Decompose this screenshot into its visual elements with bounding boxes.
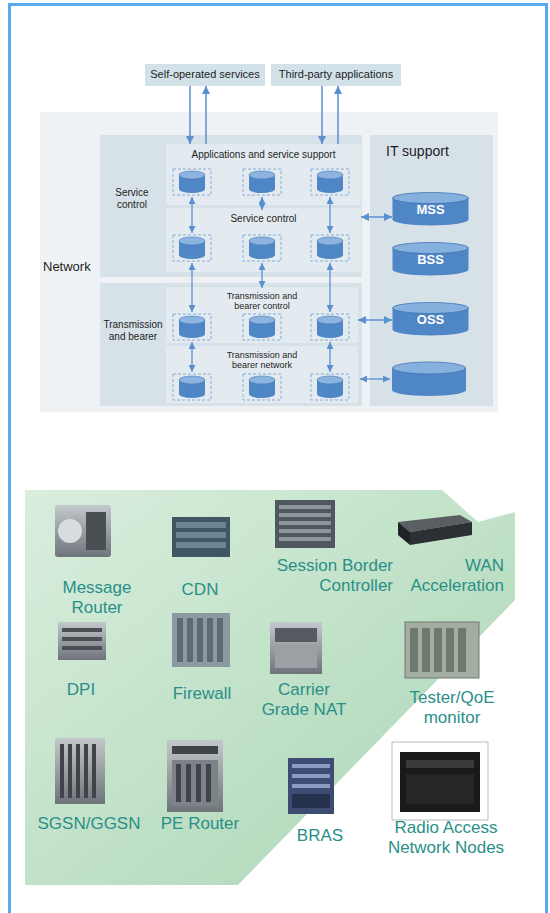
node-label: BSS [392,253,469,268]
database-cylinders [179,171,343,398]
node-label: Applications and service support [166,149,361,161]
equipment-label-holder: PE Router [152,814,248,834]
equipment-label: SGSN/GGSN [28,814,150,834]
database-cylinder: OSS [392,302,469,336]
equipment-label: Carrier Grade NAT [257,680,351,719]
equipment-label-holder: DPI [45,680,117,700]
equipment-label-holder: Radio Access Network Nodes [380,818,512,857]
connector-arrow [205,86,207,144]
radio-access-node-icon [392,742,488,820]
equipment-label: CDN [160,580,240,600]
dpi-icon [58,622,106,660]
cylinder-top [393,243,469,254]
equipment-label-holder: Firewall [152,684,252,704]
service-box: Third-party applications [271,64,401,86]
pe-router-icon [167,740,223,812]
carrier-grade-nat-icon [270,622,322,674]
database-cylinder: BSS [392,242,469,276]
equipment-background [25,490,515,885]
equipment-label: Firewall [152,684,252,704]
equipment-label: Message Router [42,578,152,617]
bras-icon [288,758,334,814]
cylinder-top [393,303,469,314]
sgsn-icon [55,738,105,804]
blank-cylinder [392,362,466,396]
equipment-label-holder: Tester/QoE monitor [400,688,504,727]
layer-band: Service control [166,208,361,272]
node-label: Transmission and bearer control [217,291,307,312]
equipment-label: Session Border Controller [258,556,393,595]
cdn-icon [172,517,230,557]
node-label: MSS [392,203,469,218]
cylinder-top [393,193,469,204]
equipment-label-holder: WAN Acceleration [398,556,504,595]
node-label: Self-operated services [150,68,259,81]
node-label: Network [43,260,99,275]
message-router-icon [55,505,111,557]
service-box: Self-operated services [145,64,265,86]
connector-arrow [337,86,339,144]
wan-acceleration-icon [398,515,472,545]
node-label: Transmission and bearer network [217,350,307,371]
network-region: Network Service control Applications and s… [40,112,498,412]
equipment-label: Tester/QoE monitor [400,688,504,727]
node-label: Third-party applications [279,68,393,81]
database-cylinder: MSS [392,192,469,226]
page-frame [10,5,547,913]
tester-icon [405,622,479,678]
equipment-label-holder: Message Router [42,578,152,617]
connector-arrow [361,216,392,218]
node-label: OSS [392,313,469,328]
equipment-label-holder: SGSN/GGSN [28,814,150,834]
connector-arrow [189,86,191,144]
equipment-label: PE Router [152,814,248,834]
equipment-label: Radio Access Network Nodes [380,818,512,857]
equipment-label-holder: BRAS [280,826,360,846]
node-label: Transmission and bearer [101,319,165,342]
equipment-label-holder: Session Border Controller [258,556,393,595]
inner-arrows [192,197,390,379]
layer-band: Applications and service support [166,144,361,205]
firewall-icon [172,613,230,667]
layer-panel: Service control Applications and service … [100,135,362,277]
node-label: Service control [166,213,361,225]
layer-band: Transmission and bearer network [166,346,358,403]
dashed-columns [173,169,349,400]
it-support-panel: IT supportMSS BSS OSS [370,135,493,406]
connector-arrow [321,86,323,144]
equipment-label: WAN Acceleration [398,556,504,595]
node-label: Service control [103,187,161,210]
session-border-controller-icon [275,500,335,548]
layer-band: Transmission and bearer control [166,287,358,343]
equipment-label: BRAS [280,826,360,846]
node-label: IT support [386,143,493,159]
equipment-label-holder: Carrier Grade NAT [257,680,351,719]
equipment-label-holder: CDN [160,580,240,600]
connector-arrow [358,319,392,321]
equipment-label: DPI [45,680,117,700]
layer-panel: Transmission and bearerTransmission and … [100,283,362,406]
